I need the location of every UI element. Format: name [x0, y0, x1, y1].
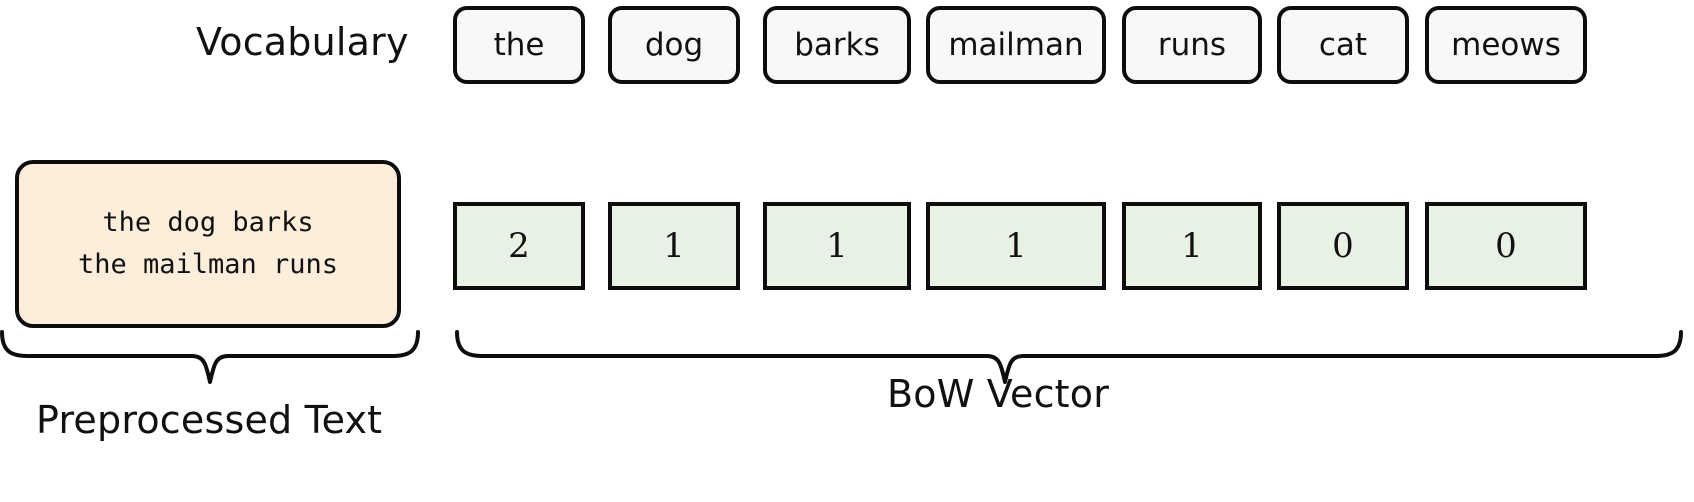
vocabulary-token-box[interactable]: meows [1425, 6, 1587, 84]
vocabulary-row: the dog barks mailman runs cat meows [453, 6, 1685, 92]
vocabulary-token-box[interactable]: the [453, 6, 585, 84]
vocabulary-label: Vocabulary [196, 20, 409, 64]
bow-vector-value: 1 [1181, 226, 1203, 266]
bow-vector-value: 1 [826, 226, 848, 266]
vocabulary-token-box[interactable]: barks [763, 6, 911, 84]
bow-vector-row: 2 1 1 1 1 0 0 [453, 202, 1685, 292]
vocabulary-token-label: the [493, 26, 545, 63]
vocabulary-token-box[interactable]: mailman [926, 6, 1106, 84]
preprocessed-brace [0, 330, 420, 386]
vocabulary-token-label: meows [1451, 26, 1561, 63]
bow-vector-value: 1 [1005, 226, 1027, 266]
preprocessed-text-card: the dog barks the mailman runs [15, 160, 401, 328]
bow-vector-cell[interactable]: 1 [1122, 202, 1262, 290]
vocabulary-token-box[interactable]: dog [608, 6, 740, 84]
preprocessed-text-line: the mailman runs [77, 249, 339, 280]
bow-vector-value: 1 [663, 226, 685, 266]
bow-vector-label: BoW Vector [887, 372, 1110, 416]
bow-vector-cell[interactable]: 1 [608, 202, 740, 290]
vocabulary-token-label: cat [1318, 26, 1368, 63]
preprocessed-text-line: the dog barks [102, 207, 314, 239]
bow-vector-cell[interactable]: 0 [1277, 202, 1409, 290]
bow-vector-cell[interactable]: 1 [926, 202, 1106, 290]
vocabulary-token-label: mailman [948, 26, 1084, 63]
bow-vector-cell[interactable]: 1 [763, 202, 911, 290]
vocabulary-token-label: barks [794, 26, 880, 63]
bow-vector-brace [455, 330, 1683, 386]
vocabulary-token-label: runs [1157, 26, 1227, 63]
bow-vector-cell[interactable]: 2 [453, 202, 585, 290]
vocabulary-token-box[interactable]: cat [1277, 6, 1409, 84]
bow-vector-value: 0 [1332, 226, 1354, 266]
vocabulary-token-label: dog [644, 26, 704, 63]
vocabulary-token-box[interactable]: runs [1122, 6, 1262, 84]
bow-vector-value: 0 [1495, 226, 1517, 266]
bow-vector-value: 2 [508, 226, 530, 266]
bow-vector-cell[interactable]: 0 [1425, 202, 1587, 290]
preprocessed-text-label: Preprocessed Text [36, 398, 383, 442]
